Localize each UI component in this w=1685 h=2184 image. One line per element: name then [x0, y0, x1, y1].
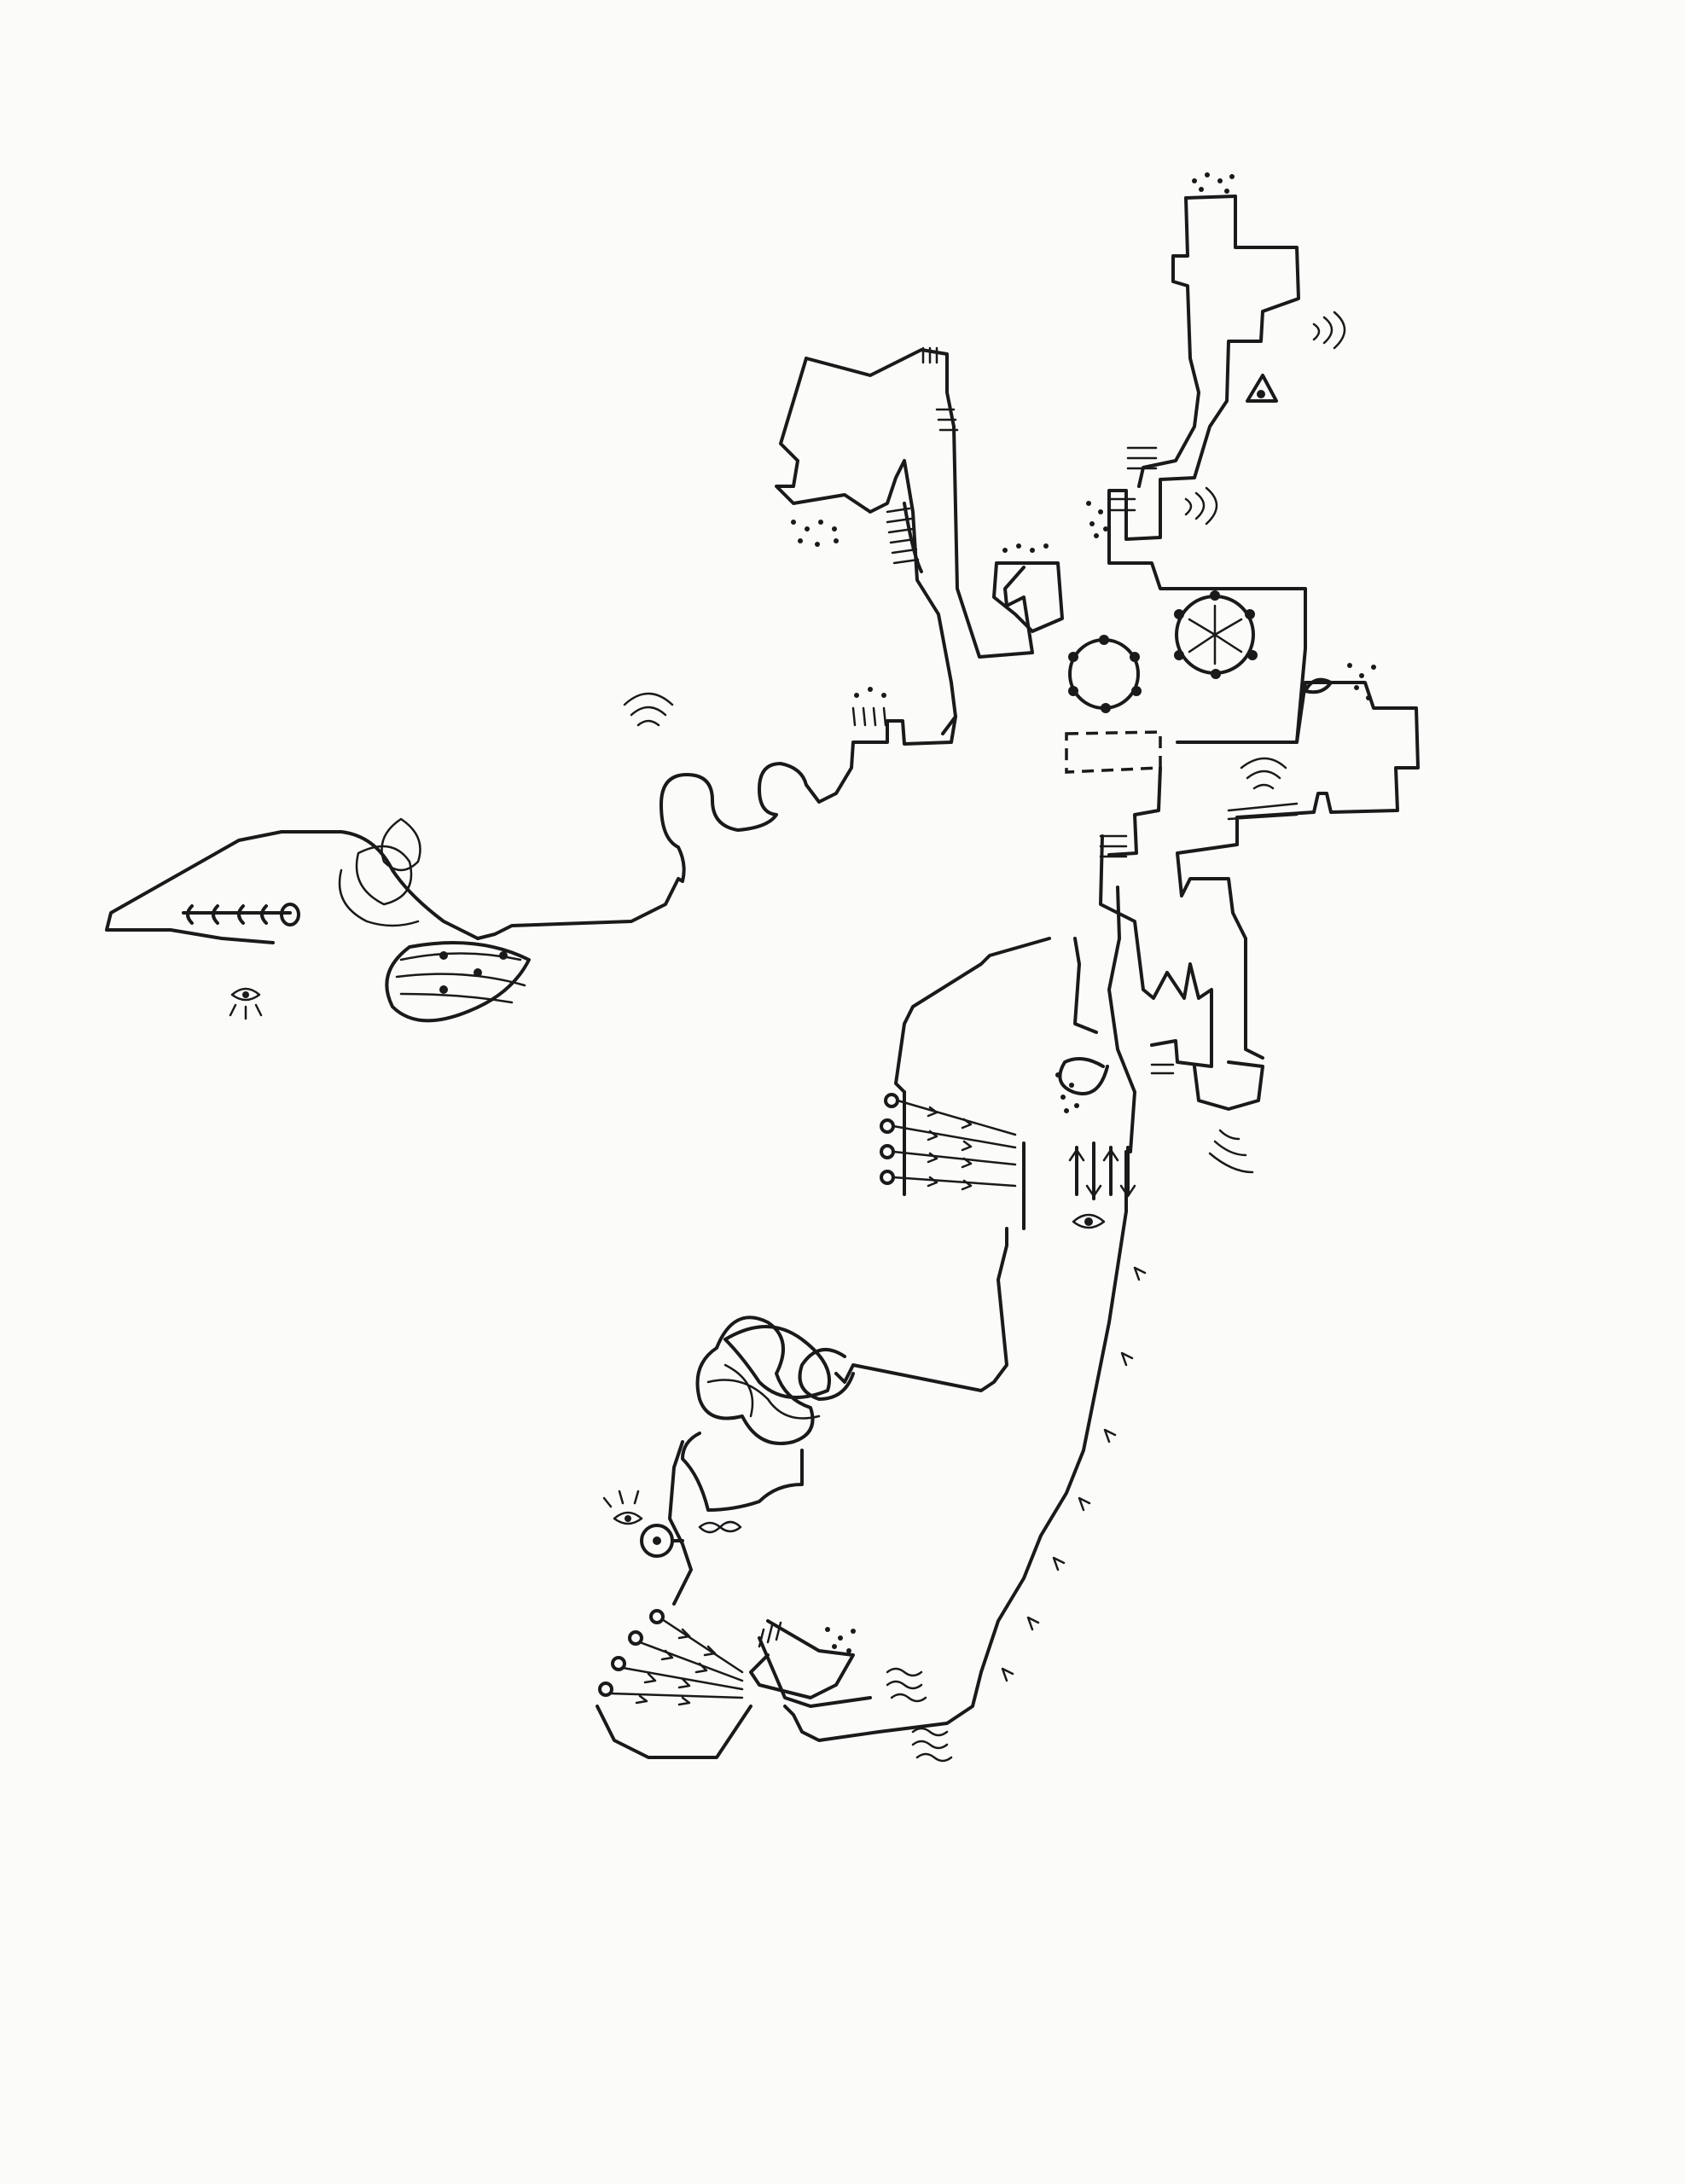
tangled-knot-room: [681, 1316, 831, 1512]
dotted-fountain-icon: [1347, 663, 1376, 700]
dotted-fountain-icon: [1002, 543, 1049, 553]
wave-signal-icon: [1240, 757, 1287, 790]
west-loop-corridor: [476, 706, 957, 940]
wave-signal-icon: [1208, 1129, 1254, 1174]
circle-node-room: [1174, 590, 1258, 679]
northwest-wing: [775, 346, 1064, 735]
wave-signal-icon: [1312, 311, 1346, 350]
bucket-room: [749, 1619, 872, 1708]
dotted-fountain-icon: [854, 687, 886, 698]
central-hall: [1065, 677, 1420, 1060]
triangle-eye-icon: [1246, 374, 1278, 403]
segmented-worm-icon: [182, 903, 300, 926]
north-tower-corridor: [1107, 195, 1307, 744]
stair-hatch-icon: [1126, 446, 1158, 470]
dotted-fountain-icon: [1055, 1072, 1079, 1113]
arrow-flow-icon: [880, 1093, 1017, 1191]
arrow-fan-icon: [596, 1609, 752, 1759]
eye-icon: [602, 1490, 643, 1525]
tentacle-icon: [886, 502, 923, 573]
dotted-fountain-icon: [825, 1627, 856, 1653]
middle-descent-corridor: [1058, 834, 1264, 1153]
figure-eight-icon: [698, 1520, 742, 1534]
west-link-path: [668, 1440, 693, 1606]
west-spur: [105, 817, 531, 1023]
wave-signal-icon: [1184, 486, 1218, 526]
dotted-fountain-icon: [1086, 501, 1108, 538]
dotted-fountain-icon: [1192, 172, 1235, 194]
southwest-complex: [783, 937, 1128, 1742]
wave-signal-icon: [623, 692, 674, 727]
eye-icon: [1072, 1213, 1106, 1229]
eye-icon: [229, 987, 263, 1020]
circle-node-room: [1068, 635, 1142, 713]
arrow-flow-icon: [1068, 1141, 1136, 1200]
dotted-fountain-icon: [791, 520, 839, 547]
wave-icon: [886, 1667, 953, 1763]
arrow-flow-icon: [1001, 1266, 1147, 1682]
